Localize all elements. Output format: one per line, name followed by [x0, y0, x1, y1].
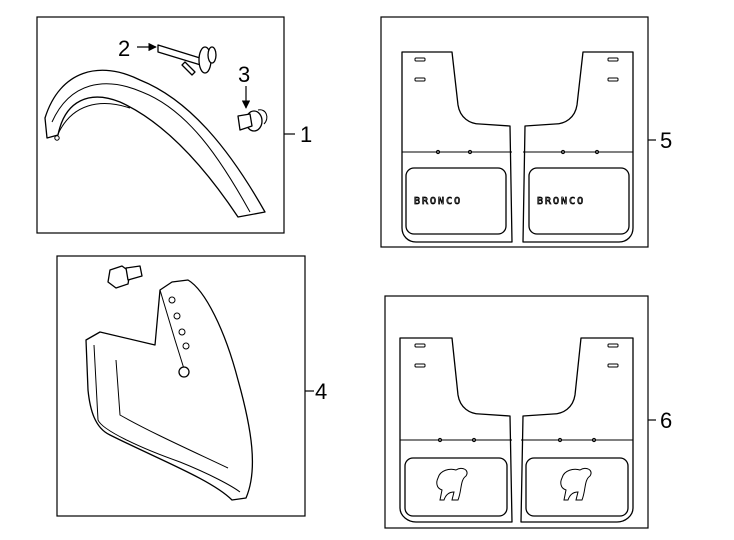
- callout-2: 2: [118, 36, 130, 61]
- mud-flap-bronco-right: [522, 51, 634, 243]
- retainer-clip: [237, 109, 268, 132]
- box-5-frame: [380, 16, 649, 248]
- callout-4: 4: [315, 379, 327, 404]
- box-6-frame: [384, 295, 649, 529]
- callout-6: 6: [660, 408, 672, 433]
- push-pin-fastener: [157, 44, 217, 76]
- mud-flap-bronco-left: [401, 51, 513, 243]
- callout-1: 1: [300, 122, 312, 147]
- mud-flap: [85, 279, 254, 501]
- plate-text-right: BRONCO: [537, 196, 585, 207]
- mounting-bolt: [107, 265, 143, 289]
- box-4-frame: [56, 255, 306, 517]
- mud-flap-horse-left: [399, 337, 513, 523]
- plate-text-left: BRONCO: [414, 196, 462, 207]
- box-1-frame: [36, 16, 285, 234]
- fender-flare: [44, 69, 266, 218]
- callout-5: 5: [660, 128, 672, 153]
- callout-3: 3: [238, 62, 250, 87]
- mud-flap-horse-right: [520, 337, 634, 523]
